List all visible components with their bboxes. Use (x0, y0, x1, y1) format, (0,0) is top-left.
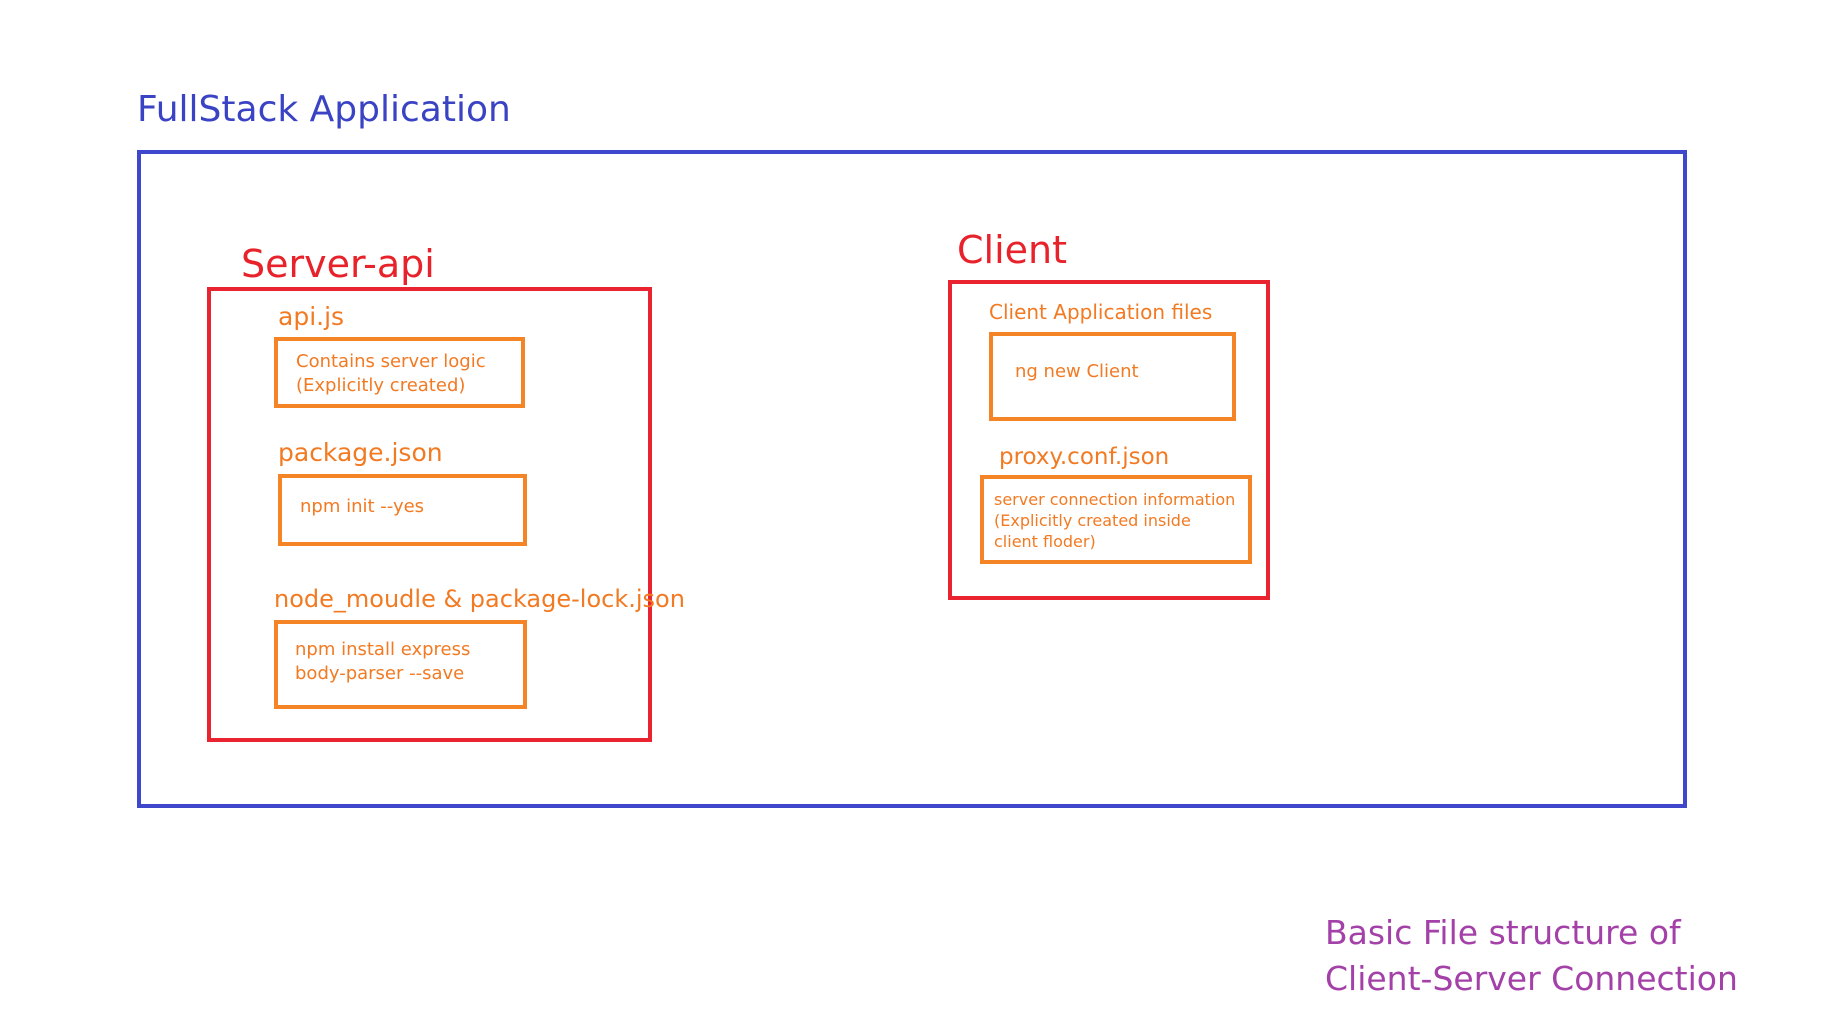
file-box-node-modules: npm install express body-parser --save (274, 620, 527, 709)
diagram-title: FullStack Application (137, 89, 511, 130)
file-label-node-modules: node_moudle & package-lock.json (274, 585, 685, 613)
file-box-package-json: npm init --yes (278, 474, 527, 546)
fullstack-application-frame (137, 150, 1687, 808)
file-box-proxy-conf: server connection information (Explicitl… (980, 475, 1252, 564)
file-content-client-app: ng new Client (1015, 361, 1139, 382)
file-label-package-json: package.json (278, 438, 443, 467)
file-box-client-app: ng new Client (989, 332, 1236, 421)
file-content-node-modules: npm install express body-parser --save (295, 639, 471, 684)
server-api-box (207, 287, 652, 742)
client-title: Client (957, 228, 1068, 272)
file-content-proxy-conf: server connection information (Explicitl… (994, 490, 1236, 551)
file-content-api-js: Contains server logic (Explicitly create… (296, 351, 486, 396)
file-label-client-app: Client Application files (989, 300, 1213, 324)
client-box (948, 280, 1270, 600)
file-box-api-js: Contains server logic (Explicitly create… (274, 337, 525, 408)
file-content-package-json: npm init --yes (300, 496, 425, 517)
diagram-caption: Basic File structure of Client-Server Co… (1325, 913, 1738, 998)
file-label-proxy-conf: proxy.conf.json (999, 444, 1170, 470)
server-api-title: Server-api (241, 242, 435, 286)
file-label-api-js: api.js (278, 302, 345, 331)
